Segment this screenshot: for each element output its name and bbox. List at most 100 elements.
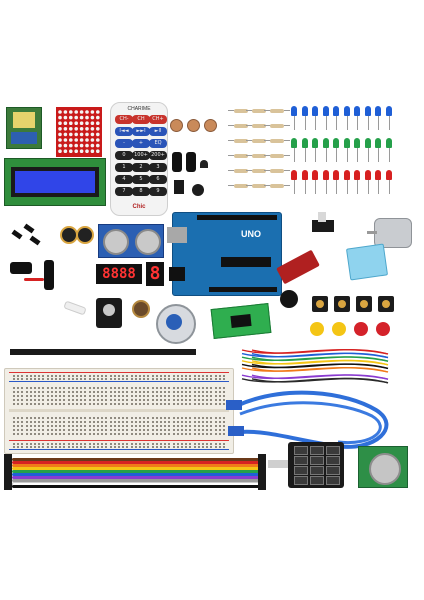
led	[322, 138, 329, 148]
breadboard-hole	[164, 378, 167, 380]
breadboard-hole	[101, 395, 104, 397]
breadboard-hole	[202, 395, 204, 397]
breadboard-hole	[160, 421, 162, 423]
breadboard-hole	[42, 443, 45, 445]
matrix-dot	[85, 132, 89, 137]
breadboard-hole	[218, 387, 221, 389]
breadboard-hole	[84, 395, 87, 397]
breadboard-hole	[105, 378, 108, 380]
breadboard-hole	[29, 391, 32, 393]
breadboard-hole	[21, 446, 24, 448]
matrix-dot	[63, 121, 68, 125]
breadboard-hole	[80, 378, 83, 380]
breadboard-hole	[29, 375, 32, 377]
dc-plug-body	[44, 260, 54, 290]
dc-motor	[367, 218, 412, 248]
breadboard-hole	[59, 429, 62, 431]
breadboard-hole	[25, 443, 28, 445]
resistor	[264, 184, 290, 188]
led	[291, 106, 297, 116]
led-leg	[367, 116, 369, 130]
rotary-sensor-module	[96, 298, 122, 328]
breadboard-hole	[126, 446, 129, 448]
breadboard-hole	[105, 403, 108, 405]
matrix-dot	[58, 138, 62, 142]
breadboard-hole	[172, 429, 175, 431]
breadboard-hole	[206, 443, 209, 445]
breadboard-hole	[122, 391, 125, 393]
breadboard-hole	[71, 425, 74, 427]
breadboard-hole	[50, 429, 53, 431]
diode-2	[23, 223, 35, 234]
breadboard-hole	[197, 429, 200, 431]
breadboard-hole	[50, 403, 53, 405]
breadboard-hole	[197, 403, 200, 405]
breadboard-hole	[181, 425, 183, 427]
breadboard-hole	[160, 403, 162, 405]
breadboard-hole	[160, 387, 162, 389]
breadboard-hole	[55, 421, 57, 423]
breadboard-hole	[80, 403, 83, 405]
matrix-dot	[74, 110, 78, 114]
breadboard-hole	[223, 417, 225, 419]
diode-1	[11, 229, 23, 240]
breadboard-hole	[38, 429, 41, 431]
breadboard-hole	[181, 421, 183, 423]
breadboard-hole	[84, 375, 87, 377]
breadboard-hole	[223, 387, 225, 389]
led	[364, 138, 371, 148]
breadboard-hole	[67, 433, 70, 435]
breadboard-hole	[38, 378, 41, 380]
breadboard-hole	[181, 399, 183, 401]
diodes	[8, 212, 42, 250]
uno-label: UNO	[241, 229, 261, 239]
remote-key: ►►I	[132, 127, 150, 136]
breadboard-hole	[21, 421, 24, 423]
breadboard-hole	[172, 387, 175, 389]
breadboard-hole	[218, 395, 221, 397]
arduino-uno-board: UNO	[167, 212, 282, 296]
breadboard-hole	[101, 443, 104, 445]
breadboard-hole	[67, 421, 70, 423]
breadboard-hole	[206, 425, 209, 427]
breadboard-hole	[76, 378, 78, 380]
resistor	[264, 139, 290, 143]
ribbon-wire	[12, 470, 262, 473]
breadboard-hole	[155, 395, 158, 397]
breadboard-hole	[17, 433, 20, 435]
breadboard-hole	[155, 443, 158, 445]
breadboard-hole	[134, 433, 137, 435]
breadboard-hole	[210, 395, 213, 397]
breadboard-hole	[118, 425, 120, 427]
breadboard-hole	[29, 399, 32, 401]
rtc-battery	[369, 453, 401, 485]
breadboard-hole	[42, 395, 45, 397]
jumper-wire	[251, 363, 389, 370]
remote-key: +	[132, 139, 150, 148]
breadboard-hole	[214, 399, 217, 401]
led-leg	[325, 116, 327, 130]
breadboard-hole	[13, 446, 15, 448]
breadboard-hole	[197, 375, 200, 377]
breadboard-hole	[21, 399, 24, 401]
breadboard-hole	[189, 446, 192, 448]
breadboard-hole	[126, 378, 129, 380]
breadboard-hole	[34, 378, 36, 380]
breadboard-hole	[202, 429, 204, 431]
remote-key: CH+	[149, 115, 167, 124]
breadboard-hole	[189, 425, 192, 427]
breadboard-hole	[143, 429, 146, 431]
breadboard-hole	[42, 387, 45, 389]
breadboard-hole	[46, 378, 49, 380]
breadboard-hole	[185, 446, 188, 448]
breadboard-hole	[105, 399, 108, 401]
breadboard-hole	[63, 378, 66, 380]
led-leg	[367, 148, 369, 162]
breadboard	[4, 368, 234, 454]
breadboard-hole	[202, 391, 204, 393]
breadboard-hole	[38, 395, 41, 397]
breadboard-hole	[134, 429, 137, 431]
breadboard-hole	[223, 399, 225, 401]
keypad-ribbon	[268, 460, 288, 468]
sound-sensor-module	[276, 249, 320, 285]
